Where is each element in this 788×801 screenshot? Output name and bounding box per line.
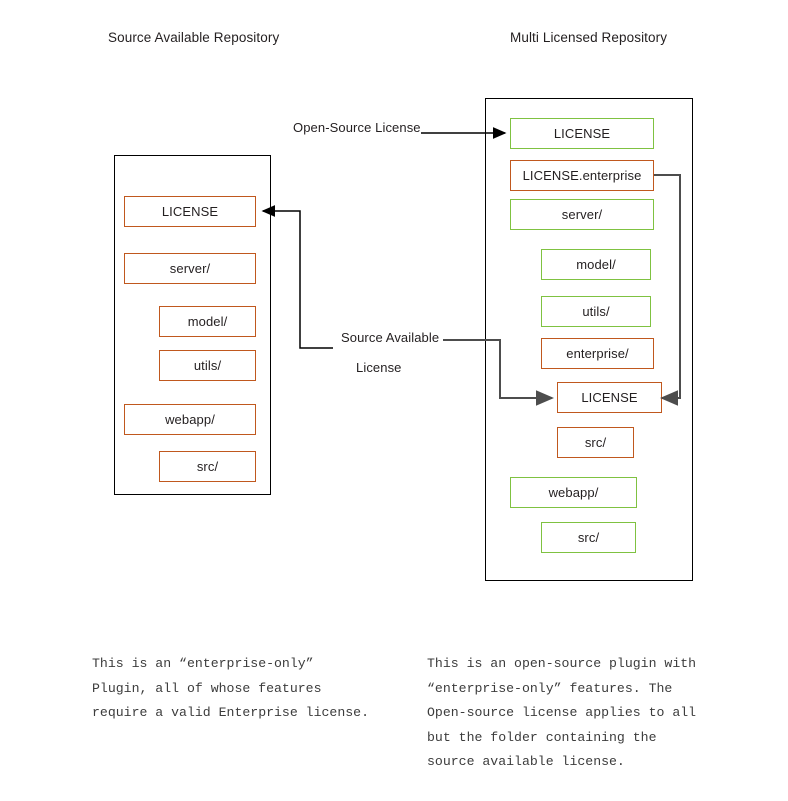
right-repo-item-label: webapp/ (548, 485, 599, 500)
right-repo-item-label: src/ (584, 435, 607, 450)
right-repo-item-label: src/ (577, 530, 600, 545)
right-repo-item-3: model/ (541, 249, 651, 280)
left-repo-item-label: LICENSE (161, 204, 219, 219)
open-source-license-label: Open-Source License (293, 120, 421, 135)
right-repo-item-9: src/ (541, 522, 636, 553)
left-repo-item-label: model/ (187, 314, 228, 329)
right-repo-item-label: server/ (561, 207, 603, 222)
right-repo-item-label: model/ (576, 257, 616, 272)
left-repo-item-5: src/ (159, 451, 256, 482)
source-available-label-line1: Source Available (341, 330, 440, 345)
left-repo-item-3: utils/ (159, 350, 256, 381)
right-repo-title: Multi Licensed Repository (510, 30, 668, 45)
right-repo-item-5: enterprise/ (541, 338, 654, 369)
right-repo-item-7: src/ (557, 427, 634, 458)
left-repo-item-4: webapp/ (124, 404, 256, 435)
right-repo-item-8: webapp/ (510, 477, 637, 508)
right-repo-item-4: utils/ (541, 296, 651, 327)
left-repo-item-0: LICENSE (124, 196, 256, 227)
left-repo-item-label: webapp/ (165, 412, 215, 427)
right-repo-item-6: LICENSE (557, 382, 662, 413)
left-repo-item-label: src/ (196, 459, 219, 474)
left-repo-item-label: server/ (169, 261, 211, 276)
right-repo-item-label: LICENSE (553, 126, 611, 141)
left-repo-title: Source Available Repository (108, 30, 280, 45)
arrow-source-available-to-left-license (261, 205, 333, 349)
right-repo-item-1: LICENSE.enterprise (510, 160, 654, 191)
source-available-label-line2: License (356, 360, 402, 375)
right-repo-item-0: LICENSE (510, 118, 654, 149)
left-repo-item-1: server/ (124, 253, 256, 284)
left-repo-item-label: utils/ (193, 358, 222, 373)
right-repo-item-label: LICENSE (581, 390, 638, 405)
right-repo-item-label: LICENSE.enterprise (522, 168, 642, 183)
left-repo-item-2: model/ (159, 306, 256, 337)
right-repo-item-label: utils/ (582, 304, 610, 319)
right-repo-item-label: enterprise/ (566, 346, 629, 361)
right-repo-item-2: server/ (510, 199, 654, 230)
right-note: This is an open-source plugin with “ente… (427, 656, 697, 770)
left-note: This is an “enterprise-only” Plugin, all… (92, 656, 369, 721)
